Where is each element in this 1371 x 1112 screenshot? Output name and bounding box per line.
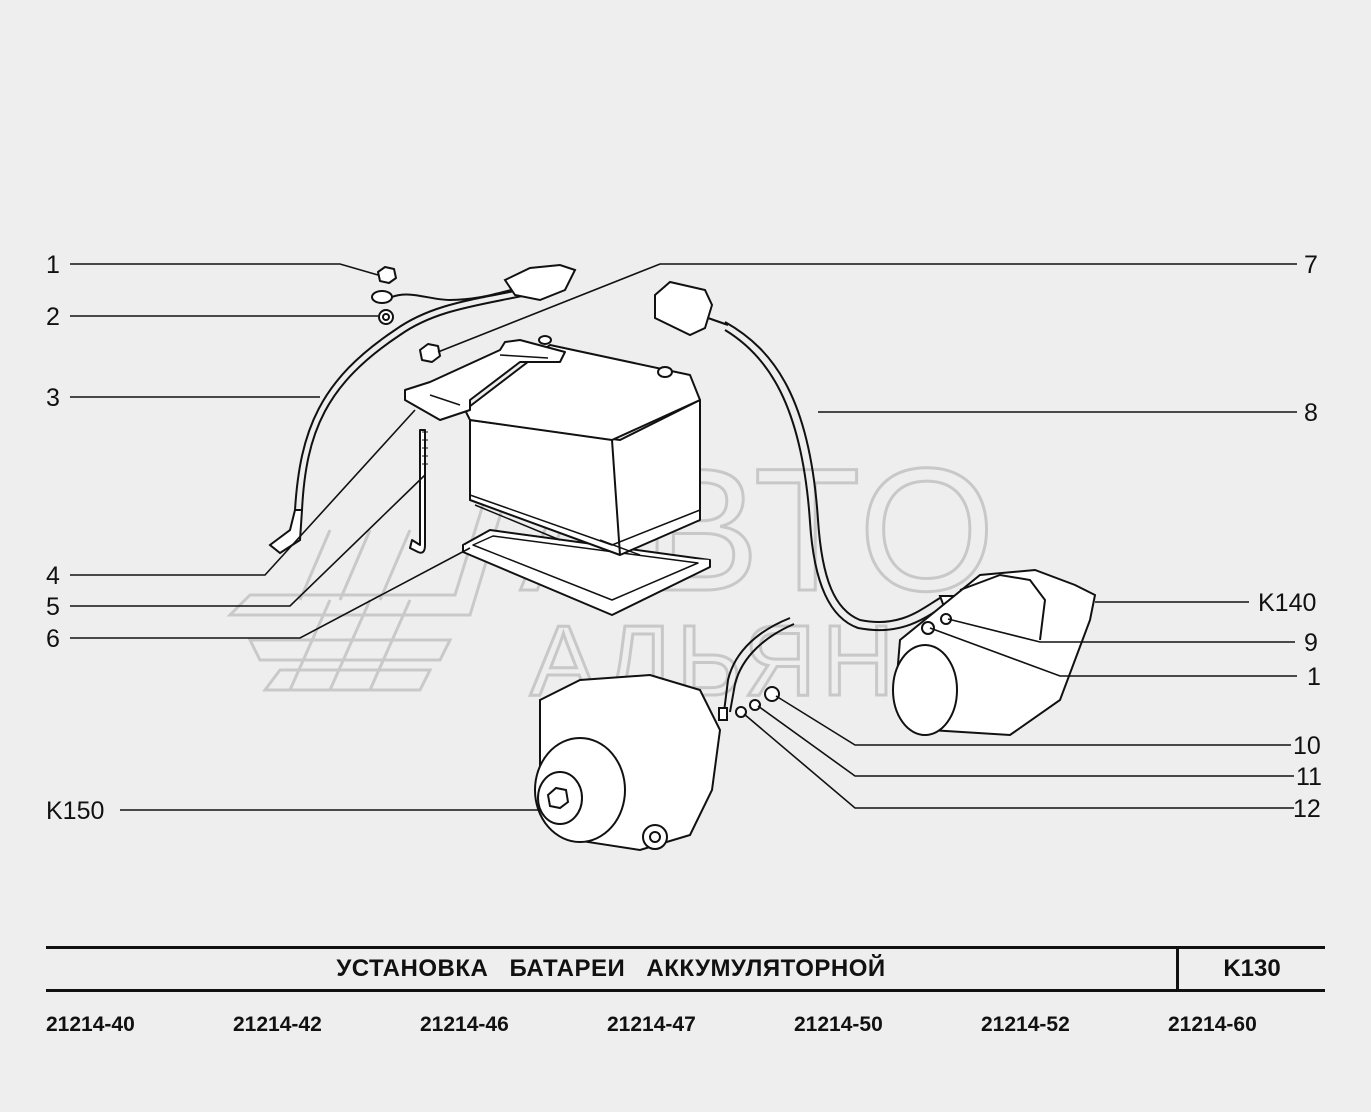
model-code: 21214-40 — [46, 1013, 135, 1036]
model-code: 21214-47 — [607, 1013, 696, 1036]
model-code: 21214-50 — [794, 1013, 883, 1036]
callout-k150: K150 — [46, 797, 104, 825]
model-code: 21214-46 — [420, 1013, 509, 1036]
callout-10: 10 — [1293, 732, 1321, 760]
model-code: 21214-60 — [1168, 1013, 1257, 1036]
nut-1 — [377, 266, 397, 284]
callout-4: 4 — [46, 562, 60, 590]
cable-terminal-lug — [268, 509, 304, 555]
callout-11: 11 — [1296, 763, 1322, 791]
nut-7 — [419, 343, 441, 363]
title-block: УСТАНОВКА БАТАРЕИ АККУМУЛЯТОРНОЙ K130 — [46, 946, 1325, 992]
callout-3: 3 — [46, 384, 60, 412]
cable-connector — [654, 280, 714, 337]
generator — [534, 673, 722, 852]
callout-1-starter: 1 — [1307, 663, 1321, 691]
model-list: 21214-40 21214-42 21214-46 21214-47 2121… — [46, 1013, 1325, 1045]
callout-7: 7 — [1304, 251, 1318, 279]
callout-8: 8 — [1304, 399, 1318, 427]
callout-2: 2 — [46, 303, 60, 331]
model-code: 21214-52 — [981, 1013, 1070, 1036]
callout-5: 5 — [46, 593, 60, 621]
positive-cable — [654, 280, 972, 721]
callout-labels: 1 2 3 4 5 6 7 8 K140 9 1 10 11 12 K150 — [46, 251, 1322, 825]
battery-top — [464, 344, 701, 441]
washer-2 — [378, 309, 394, 325]
battery-body — [469, 399, 701, 556]
callout-12: 12 — [1293, 795, 1321, 823]
leader-lines — [70, 263, 1297, 811]
diagram-title: УСТАНОВКА БАТАРЕИ АККУМУЛЯТОРНОЙ — [46, 949, 1179, 989]
callout-k140: K140 — [1258, 589, 1316, 617]
hold-down-bolt — [409, 429, 426, 554]
battery-drawing — [377, 266, 711, 616]
battery-clamp-terminal — [503, 263, 577, 302]
diagram-code: K130 — [1223, 955, 1281, 982]
callout-6: 6 — [46, 625, 60, 653]
callout-1: 1 — [46, 251, 60, 279]
model-code: 21214-42 — [233, 1013, 322, 1036]
callout-9: 9 — [1304, 629, 1318, 657]
